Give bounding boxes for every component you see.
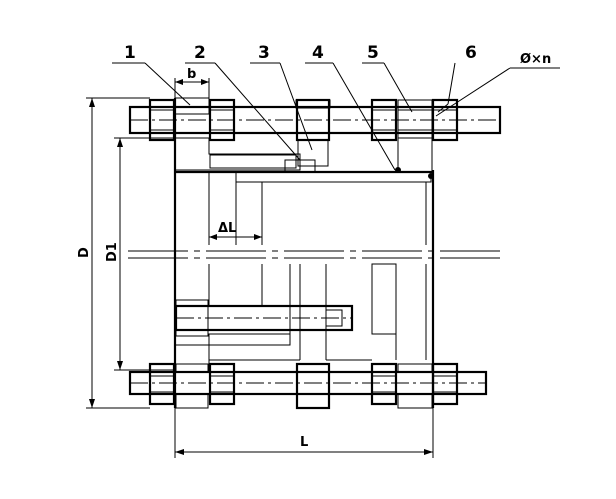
top-bolt-assembly (128, 98, 502, 142)
tie-rod (174, 299, 354, 337)
part-label-4: 4 (312, 43, 324, 63)
pipe-top-wall (175, 170, 433, 183)
coupling-body-outline (128, 98, 500, 408)
dimension-lines (86, 78, 434, 458)
part-label-6: 6 (465, 43, 477, 63)
dim-label-b: b (187, 67, 196, 82)
right-flange-top (395, 99, 434, 179)
leader-lines (112, 62, 560, 171)
dim-label-l: L (300, 435, 308, 450)
part-label-2: 2 (194, 43, 206, 63)
gland-ring (209, 154, 316, 173)
dim-label-d: D (77, 247, 92, 258)
part-labels: 1 2 3 4 5 6 (124, 43, 477, 63)
dim-label-d1: D1 (105, 242, 120, 262)
part-label-1: 1 (124, 43, 136, 63)
part-label-5: 5 (367, 43, 379, 63)
dimension-labels: b Ø×n ΔL L D D1 (77, 52, 551, 450)
middle-flange-top (295, 99, 331, 167)
bottom-bolt-assembly (128, 362, 488, 410)
dim-label-delta-l: ΔL (218, 221, 236, 236)
dim-label-bolt-spec: Ø×n (520, 52, 551, 67)
part-label-3: 3 (258, 43, 270, 63)
